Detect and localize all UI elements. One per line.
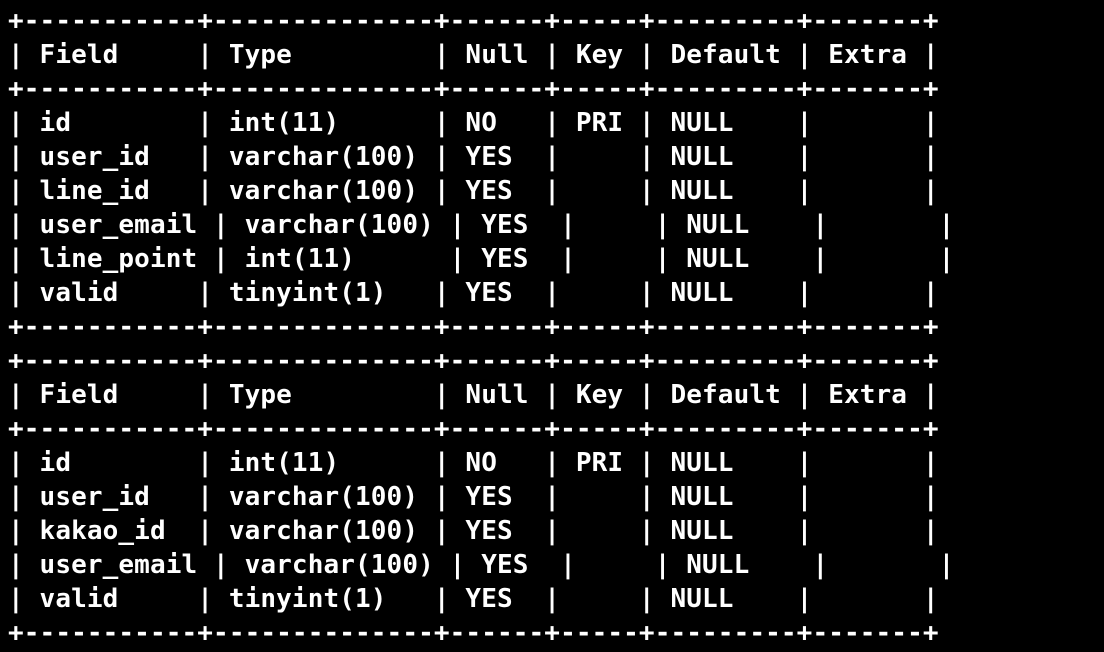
table2-row-user-id: | user_id | varchar(100) | YES | | NULL … (8, 482, 939, 512)
table1-bottom-border: +-----------+--------------+------+-----… (8, 312, 939, 342)
table1-row-line-id: | line_id | varchar(100) | YES | | NULL … (8, 176, 939, 206)
table1-top-border: +-----------+--------------+------+-----… (8, 6, 939, 36)
table1-row-id: | id | int(11) | NO | PRI | NULL | | (8, 108, 939, 138)
table2-header-row: | Field | Type | Null | Key | Default | … (8, 380, 939, 410)
table2-header-separator: +-----------+--------------+------+-----… (8, 414, 939, 444)
table1-header-separator: +-----------+--------------+------+-----… (8, 74, 939, 104)
table1-row-user-email: | user_email | varchar(100) | YES | | NU… (8, 210, 955, 240)
table1-row-user-id: | user_id | varchar(100) | YES | | NULL … (8, 142, 939, 172)
table2-bottom-border: +-----------+--------------+------+-----… (8, 618, 939, 648)
table2-row-id: | id | int(11) | NO | PRI | NULL | | (8, 448, 939, 478)
table2-top-border: +-----------+--------------+------+-----… (8, 346, 939, 376)
table2-row-user-email: | user_email | varchar(100) | YES | | NU… (8, 550, 955, 580)
table2-row-kakao-id: | kakao_id | varchar(100) | YES | | NULL… (8, 516, 939, 546)
table1-header-row: | Field | Type | Null | Key | Default | … (8, 40, 939, 70)
table1-row-line-point: | line_point | int(11) | YES | | NULL | … (8, 244, 955, 274)
table1-row-valid: | valid | tinyint(1) | YES | | NULL | | (8, 278, 939, 308)
table2-row-valid: | valid | tinyint(1) | YES | | NULL | | (8, 584, 939, 614)
terminal-output: +-----------+--------------+------+-----… (8, 4, 1098, 648)
